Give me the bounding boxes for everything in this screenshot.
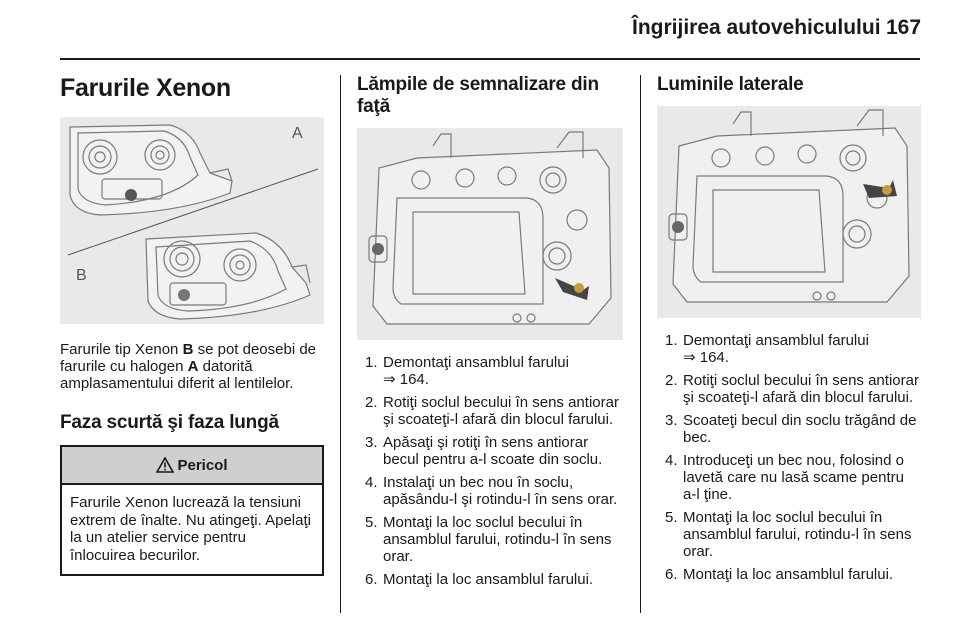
- turn-signal-figure: [357, 128, 623, 340]
- list-item: 2.Rotiţi soclul becului în sens antiorar…: [665, 372, 919, 406]
- figure-label-b: B: [76, 267, 87, 284]
- page-reference: 164.: [699, 349, 729, 366]
- list-item: 4.Instalaţi un bec nou în soclu, apăsând…: [365, 474, 618, 508]
- section-side-lights: Luminile laterale 1.Demontaţi ansamblul …: [657, 74, 921, 589]
- page-number: 167: [886, 16, 922, 39]
- list-item: 1.Demontaţi ansamblul farului⇒ 164.: [665, 332, 869, 366]
- section-title: Lămpile de semnalizare din faţă: [357, 74, 599, 117]
- section-title: Luminile laterale: [657, 74, 804, 95]
- column-divider: [640, 75, 641, 613]
- list-item: 3.Apăsaţi şi rotiţi în sens antiorar bec…: [365, 434, 603, 468]
- headlamp-rear-illustration: [668, 109, 910, 303]
- list-item: 1.Demontaţi ansamblul farului⇒ 164.: [365, 354, 569, 388]
- list-item: 6.Montaţi la loc ansamblul farului.: [665, 566, 894, 583]
- list-item: 4.Introduceţi un bec nou, folosind o lav…: [665, 452, 904, 503]
- side-light-figure: [657, 106, 921, 318]
- headlamp-rear-illustration: [368, 131, 612, 325]
- running-title: Îngrijirea autovehiculului: [632, 16, 881, 39]
- reference-arrow-icon: ⇒: [383, 371, 396, 388]
- warning-title: Pericol: [177, 456, 228, 474]
- list-item: 5.Montaţi la loc soclul becului în ansam…: [365, 514, 612, 565]
- warning-text: Farurile Xenon lucrează la tensiuni extr…: [70, 494, 311, 564]
- list-item: 5.Montaţi la loc soclul becului în ansam…: [665, 509, 912, 560]
- section-front-turn-signals: Lămpile de semnalizare din faţă 1.Demont…: [357, 74, 623, 594]
- warning-triangle-icon: [156, 457, 175, 473]
- header-rule: [60, 58, 920, 60]
- intro-paragraph: Farurile tip Xenon B se pot deosebi de f…: [60, 341, 317, 392]
- steps-list: 1.Demontaţi ansamblul farului⇒ 164. 2.Ro…: [657, 332, 921, 583]
- column-divider: [340, 75, 341, 613]
- steps-list: 1.Demontaţi ansamblul farului⇒ 164. 2.Ro…: [357, 354, 623, 588]
- list-item: 3.Scoateţi becul din soclu trăgând de be…: [665, 412, 917, 446]
- headlamp-comparison-figure: A B: [60, 117, 324, 324]
- section-title: Farurile Xenon: [60, 74, 231, 102]
- danger-warning-box: Pericol Farurile Xenon lucrează la tensi…: [60, 445, 324, 576]
- headlamp-illustration: [67, 124, 319, 320]
- warning-header: Pericol: [62, 447, 322, 485]
- page-reference: 164.: [399, 371, 429, 388]
- reference-arrow-icon: ⇒: [683, 349, 696, 366]
- figure-label-a: A: [292, 125, 303, 142]
- subsection-title: Faza scurtă şi faza lungă: [60, 412, 279, 433]
- list-item: 2.Rotiţi soclul becului în sens antiorar…: [365, 394, 619, 428]
- list-item: 6.Montaţi la loc ansamblul farului.: [365, 571, 594, 588]
- page-header: Îngrijirea autovehiculului 167: [0, 0, 960, 60]
- section-xenon-headlamps: Farurile Xenon: [60, 74, 324, 576]
